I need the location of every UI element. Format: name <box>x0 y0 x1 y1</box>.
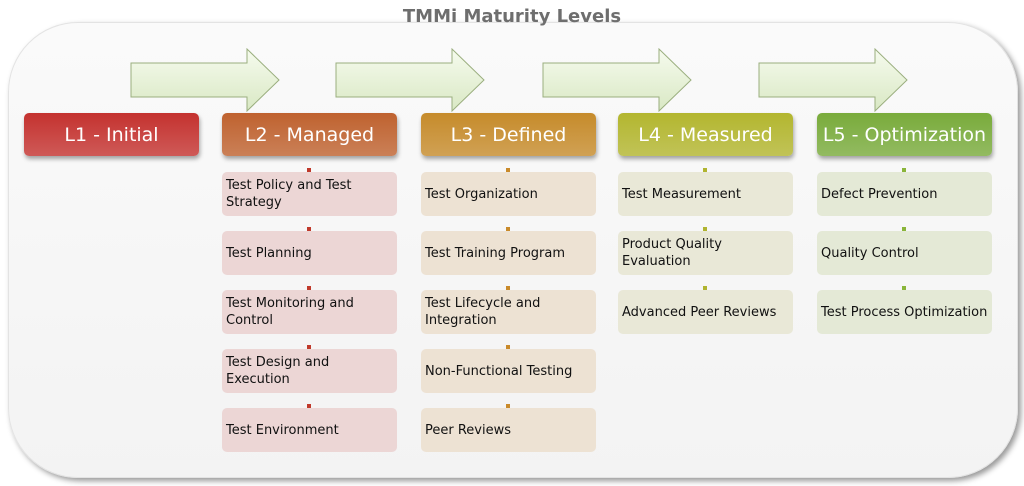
diagram-title: TMMi Maturity Levels <box>402 6 622 27</box>
connector-arrow-icon <box>306 220 312 235</box>
level-header: L2 - Managed <box>222 113 397 156</box>
process-area-item: Non-Functional Testing <box>421 349 596 393</box>
connector-arrow-icon <box>702 161 708 176</box>
level-header: L4 - Measured <box>618 113 793 156</box>
connector-arrow-icon <box>505 220 511 235</box>
progression-arrow-icon <box>335 47 485 113</box>
connector-arrow-icon <box>306 397 312 412</box>
process-area-item: Quality Control <box>817 231 992 275</box>
process-area-item: Product Quality Evaluation <box>618 231 793 275</box>
process-area-item: Test Measurement <box>618 172 793 216</box>
connector-arrow-icon <box>901 220 907 235</box>
process-area-item: Test Organization <box>421 172 596 216</box>
progression-arrow-icon <box>758 47 908 113</box>
connector-arrow-icon <box>505 397 511 412</box>
process-area-item: Test Lifecycle and Integration <box>421 290 596 334</box>
level-header: L1 - Initial <box>24 113 199 156</box>
process-area-item: Test Training Program <box>421 231 596 275</box>
connector-arrow-icon <box>306 338 312 353</box>
connector-arrow-icon <box>505 338 511 353</box>
progression-arrow-icon <box>542 47 692 113</box>
level-column: L1 - Initial <box>24 113 199 156</box>
process-area-item: Test Environment <box>222 408 397 452</box>
process-area-item: Test Process Optimization <box>817 290 992 334</box>
connector-arrow-icon <box>306 279 312 294</box>
process-area-item: Peer Reviews <box>421 408 596 452</box>
process-area-item: Test Policy and Test Strategy <box>222 172 397 216</box>
connector-arrow-icon <box>702 279 708 294</box>
connector-arrow-icon <box>901 161 907 176</box>
process-area-item: Test Monitoring and Control <box>222 290 397 334</box>
process-area-item: Test Planning <box>222 231 397 275</box>
connector-arrow-icon <box>901 279 907 294</box>
level-header: L3 - Defined <box>421 113 596 156</box>
connector-arrow-icon <box>505 279 511 294</box>
connector-arrow-icon <box>306 161 312 176</box>
process-area-item: Defect Prevention <box>817 172 992 216</box>
process-area-item: Test Design and Execution <box>222 349 397 393</box>
progression-arrow-icon <box>130 47 280 113</box>
connector-arrow-icon <box>702 220 708 235</box>
connector-arrow-icon <box>505 161 511 176</box>
level-header: L5 - Optimization <box>817 113 992 156</box>
process-area-item: Advanced Peer Reviews <box>618 290 793 334</box>
